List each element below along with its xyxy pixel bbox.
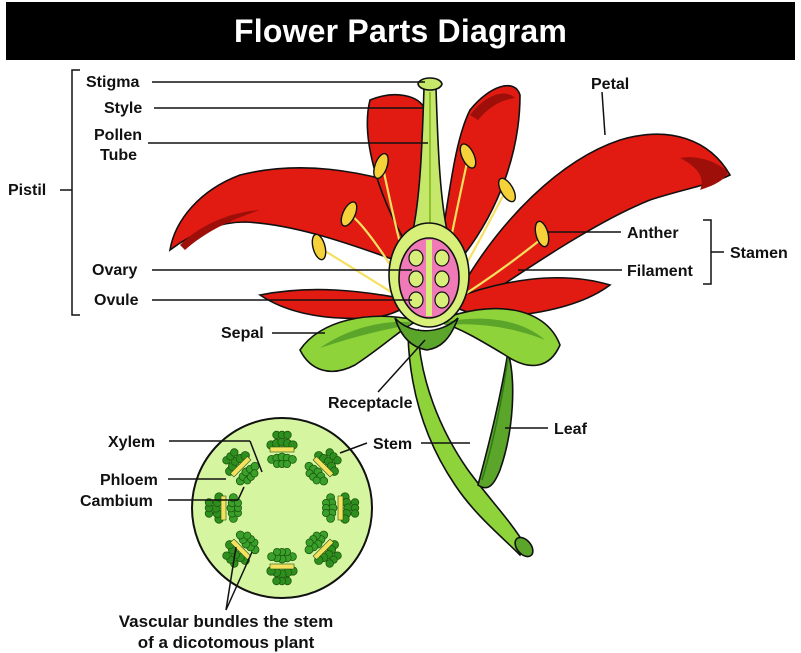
label-stigma: Stigma <box>86 74 139 91</box>
caption-line-2: of a dicotomous plant <box>138 633 315 652</box>
xylem-cell <box>283 460 290 467</box>
phloem-cell <box>273 577 281 585</box>
ovule <box>435 271 449 287</box>
ovule <box>409 250 423 266</box>
cambium-band <box>270 447 294 452</box>
stem-cross-section <box>192 418 372 598</box>
phloem-cell <box>284 431 292 439</box>
stigma <box>418 78 442 90</box>
label-style: Style <box>104 100 142 117</box>
label-filament: Filament <box>627 263 693 280</box>
ovary-septum <box>426 240 432 316</box>
label-cambium: Cambium <box>80 493 153 510</box>
caption-line-1: Vascular bundles the stem <box>119 612 333 631</box>
cambium-band <box>338 496 343 520</box>
xylem-cell <box>322 509 329 516</box>
label-ovary: Ovary <box>92 262 137 279</box>
cambium-band <box>270 564 294 569</box>
label-stem: Stem <box>373 436 412 453</box>
label-pollen-tube-2: Tube <box>100 147 137 164</box>
label-ovule: Ovule <box>94 292 139 309</box>
phloem-cell <box>351 510 359 518</box>
label-phloem: Phloem <box>100 472 158 489</box>
label-leaf: Leaf <box>554 421 588 438</box>
label-pollen-tube-1: Pollen <box>94 127 142 144</box>
label-pistil: Pistil <box>8 182 46 199</box>
ovule <box>409 271 423 287</box>
petal-lower-left <box>260 290 410 319</box>
label-xylem: Xylem <box>108 434 155 451</box>
label-stamen: Stamen <box>730 245 788 262</box>
label-petal: Petal <box>591 76 629 93</box>
leaf <box>478 352 513 488</box>
ovule <box>435 250 449 266</box>
ovule <box>435 292 449 308</box>
label-sepal: Sepal <box>221 325 264 342</box>
xylem-cell <box>273 548 280 555</box>
label-receptacle: Receptacle <box>328 395 413 412</box>
sepal-right <box>440 309 560 366</box>
label-anther: Anther <box>627 225 679 242</box>
